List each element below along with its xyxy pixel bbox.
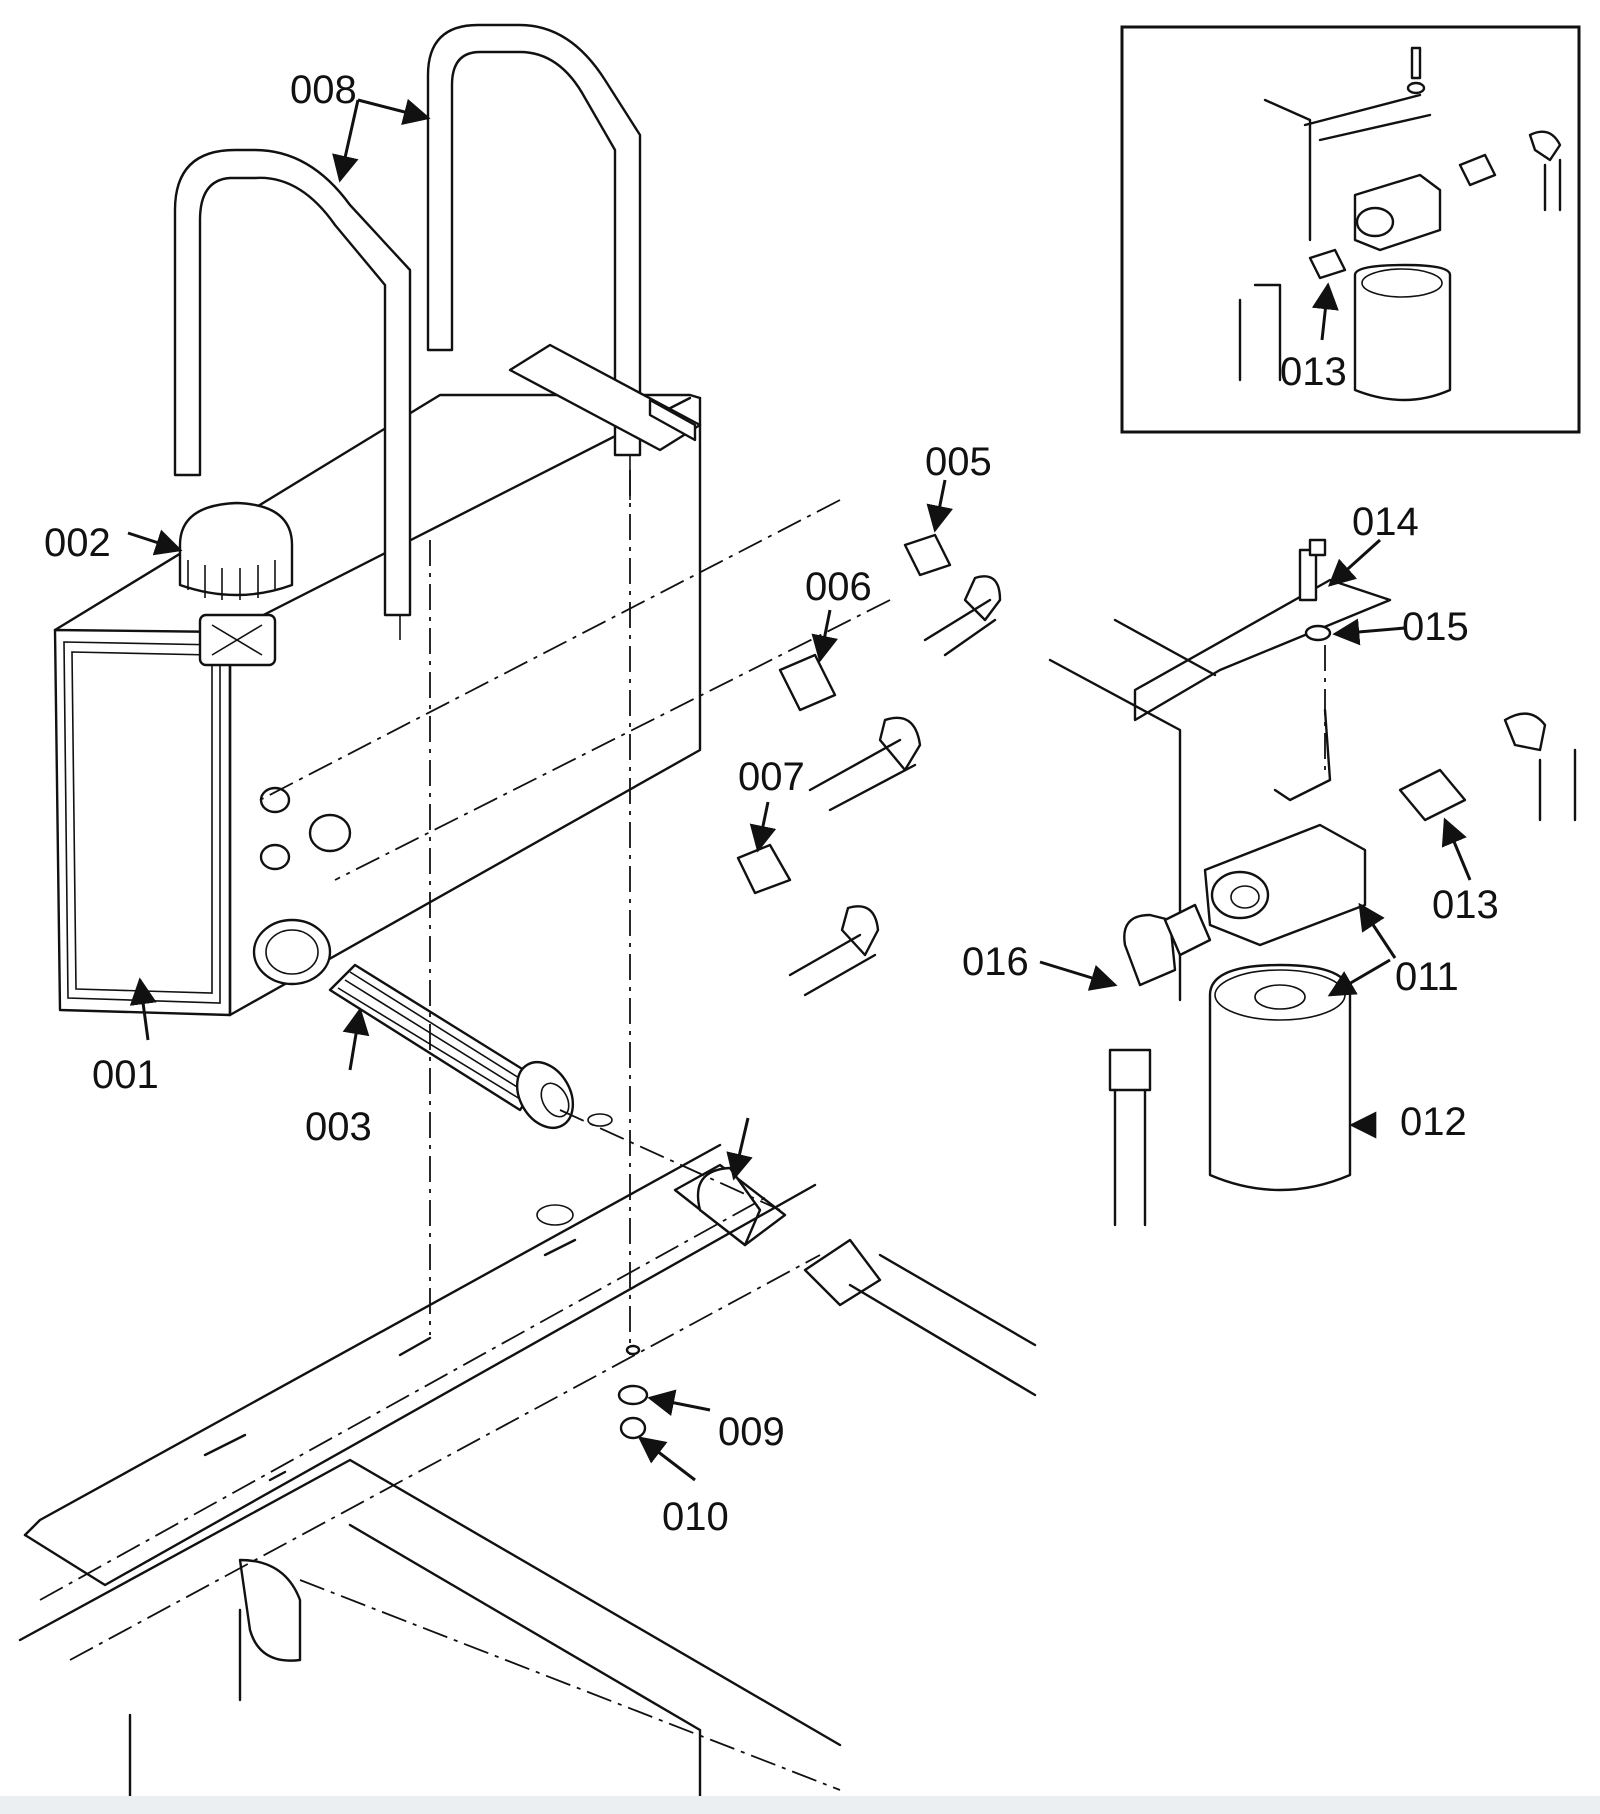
assembly-centerlines	[259, 470, 1326, 1355]
callout-003: 003	[305, 1105, 372, 1149]
hydraulic-tank	[53, 393, 702, 1017]
callout-013-inset: 013	[1280, 350, 1347, 394]
callout-005: 005	[925, 440, 992, 484]
callout-labels: 001 002 003 005 006 007 008 009 010 011 …	[44, 68, 1499, 1539]
callout-007: 007	[738, 755, 805, 799]
callout-006: 006	[805, 565, 872, 609]
callout-012: 012	[1400, 1100, 1467, 1144]
filler-cap	[178, 501, 294, 667]
bottom-margin-band	[0, 1796, 1600, 1814]
callout-008: 008	[290, 68, 357, 112]
callout-leaders	[127, 98, 1472, 1482]
machine-frame	[18, 1113, 842, 1812]
suction-hose-assembly	[673, 1163, 1037, 1397]
filter-assembly	[1048, 538, 1577, 1227]
callout-011: 011	[1395, 955, 1459, 999]
callout-013-main: 013	[1432, 883, 1499, 927]
tank-fittings	[736, 533, 1002, 997]
suction-strainer	[328, 963, 575, 1129]
tank-mount-bracket	[508, 343, 702, 452]
callout-002: 002	[44, 521, 111, 565]
callout-001: 001	[92, 1053, 159, 1097]
callout-009: 009	[718, 1410, 785, 1454]
callout-015: 015	[1402, 605, 1469, 649]
washer-and-nut	[617, 1344, 649, 1440]
callout-010: 010	[662, 1495, 729, 1539]
inset-detail	[1120, 25, 1581, 434]
callout-016: 016	[962, 940, 1029, 984]
callout-014: 014	[1352, 500, 1419, 544]
